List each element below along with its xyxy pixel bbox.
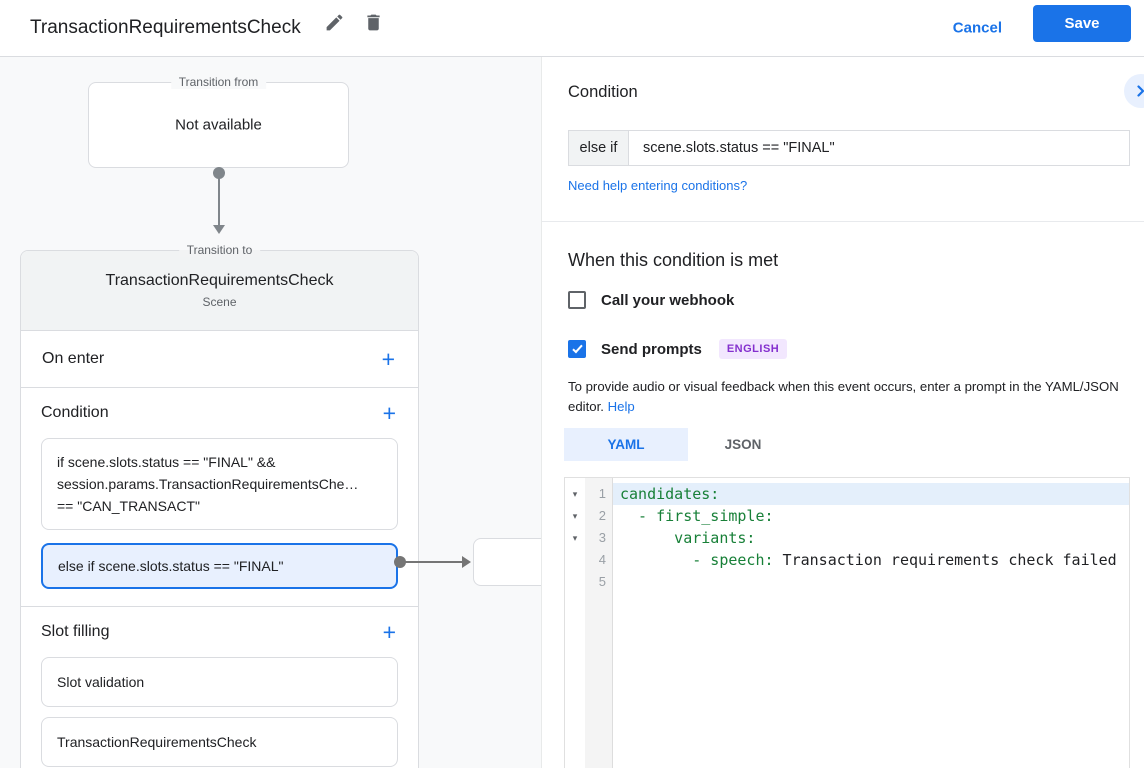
code-line: ▾ 1 candidates: bbox=[565, 483, 1129, 505]
call-webhook-label: Call your webhook bbox=[601, 291, 735, 309]
condition-item-if[interactable]: if scene.slots.status == "FINAL" && sess… bbox=[41, 438, 398, 530]
add-on-enter-button[interactable]: + bbox=[381, 345, 395, 372]
tab-json[interactable]: JSON bbox=[688, 428, 798, 461]
conditions-help-link[interactable]: Need help entering conditions? bbox=[568, 178, 748, 193]
call-webhook-checkbox[interactable] bbox=[568, 291, 586, 309]
when-met-title: When this condition is met bbox=[568, 250, 779, 270]
arrow-right-icon bbox=[462, 556, 471, 568]
fold-arrow-icon[interactable]: ▾ bbox=[572, 489, 578, 499]
webhook-row: Call your webhook bbox=[568, 291, 734, 309]
add-slot-button[interactable]: + bbox=[382, 618, 396, 645]
condition-text-line: == "CAN_TRANSACT" bbox=[57, 498, 200, 514]
tab-yaml[interactable]: YAML bbox=[564, 428, 688, 461]
line-number: 1 bbox=[598, 486, 606, 501]
editor-gutter bbox=[585, 478, 613, 768]
condition-input-group: else if scene.slots.status == "FINAL" bbox=[568, 130, 1130, 166]
fold-arrow-icon[interactable]: ▾ bbox=[572, 511, 578, 521]
code-text[interactable]: variants: bbox=[613, 527, 1129, 549]
line-number: 4 bbox=[598, 552, 606, 567]
code-text[interactable]: - first_simple: bbox=[613, 505, 1129, 527]
condition-editor-panel: Condition else if scene.slots.status == … bbox=[541, 57, 1144, 768]
on-enter-label: On enter bbox=[42, 350, 105, 367]
connector-line-vertical bbox=[218, 175, 220, 227]
slot-item-validation[interactable]: Slot validation bbox=[41, 657, 398, 707]
scene-node-type: Scene bbox=[202, 295, 237, 309]
trash-icon bbox=[366, 14, 380, 31]
slot-item-transaction[interactable]: TransactionRequirementsCheck bbox=[41, 717, 398, 767]
connector-dot bbox=[213, 167, 225, 179]
delete-scene-button[interactable] bbox=[361, 12, 385, 36]
scene-node-title: TransactionRequirementsCheck bbox=[105, 272, 334, 289]
editor-lines: ▾ 1 candidates: ▾ 2 - first_simple: ▾ 3 … bbox=[565, 483, 1129, 593]
transition-to-legend: Transition to bbox=[178, 243, 261, 257]
top-bar: TransactionRequirementsCheck Cancel Save bbox=[0, 0, 1144, 57]
edit-scene-button[interactable] bbox=[322, 12, 346, 36]
condition-text: else if scene.slots.status == "FINAL" bbox=[58, 558, 284, 574]
code-line: 5 bbox=[565, 571, 1129, 593]
cancel-button[interactable]: Cancel bbox=[952, 19, 1002, 37]
chevron-right-icon bbox=[1137, 85, 1144, 97]
description-text: To provide audio or visual feedback when… bbox=[568, 379, 1119, 394]
code-line: ▾ 2 - first_simple: bbox=[565, 505, 1129, 527]
help-link[interactable]: Help bbox=[607, 399, 635, 414]
divider bbox=[542, 221, 1144, 222]
condition-section-label: Condition bbox=[41, 404, 109, 421]
editor-format-tabs: YAML JSON bbox=[564, 428, 798, 461]
slot-item-label: Slot validation bbox=[57, 674, 145, 690]
code-text[interactable]: candidates: bbox=[613, 483, 1129, 505]
language-badge: ENGLISH bbox=[718, 339, 788, 359]
fold-arrow-icon[interactable]: ▾ bbox=[572, 533, 578, 543]
fold-spacer bbox=[565, 549, 585, 571]
code-line: 4 - speech: Transaction requirements che… bbox=[565, 549, 1129, 571]
line-number: 3 bbox=[598, 530, 606, 545]
yaml-key: variants: bbox=[620, 529, 756, 547]
send-prompts-label: Send prompts bbox=[601, 340, 702, 358]
code-text[interactable] bbox=[613, 571, 1129, 593]
collapse-panel-button[interactable] bbox=[1124, 74, 1144, 108]
condition-item-elseif-selected[interactable]: else if scene.slots.status == "FINAL" bbox=[41, 543, 398, 589]
divider bbox=[21, 606, 418, 607]
page-title: TransactionRequirementsCheck bbox=[30, 17, 301, 38]
condition-prefix-label: else if bbox=[569, 131, 629, 165]
condition-section: Condition + if scene.slots.status == "FI… bbox=[21, 388, 418, 767]
scene-node-header[interactable]: TransactionRequirementsCheck Scene bbox=[21, 251, 418, 331]
scene-node-card: Transition to TransactionRequirementsChe… bbox=[20, 243, 419, 768]
connector-dot bbox=[394, 556, 406, 568]
slot-item-label: TransactionRequirementsCheck bbox=[57, 734, 257, 750]
yaml-key: - speech: bbox=[620, 551, 774, 569]
code-text[interactable]: - speech: Transaction requirements check… bbox=[613, 549, 1129, 571]
yaml-value: Transaction requirements check failed bbox=[773, 551, 1117, 569]
connector-line-horizontal bbox=[404, 561, 464, 563]
save-button[interactable]: Save bbox=[1033, 5, 1131, 42]
condition-text-line: session.params.TransactionRequirementsCh… bbox=[57, 476, 359, 492]
transition-from-node: Transition from Not available bbox=[88, 75, 349, 168]
add-condition-button[interactable]: + bbox=[382, 399, 396, 426]
prompts-description: To provide audio or visual feedback when… bbox=[568, 377, 1143, 417]
fold-spacer bbox=[565, 571, 585, 593]
prompts-row: Send prompts ENGLISH bbox=[568, 339, 788, 359]
slot-filling-label: Slot filling bbox=[41, 623, 110, 640]
transition-from-value: Not available bbox=[175, 116, 262, 134]
pencil-icon bbox=[326, 14, 342, 31]
send-prompts-checkbox[interactable] bbox=[568, 340, 586, 358]
description-text: editor. bbox=[568, 399, 604, 414]
yaml-key: - first_simple: bbox=[620, 507, 774, 525]
yaml-code-editor[interactable]: ▾ 1 candidates: ▾ 2 - first_simple: ▾ 3 … bbox=[564, 477, 1130, 768]
condition-text-line: if scene.slots.status == "FINAL" && bbox=[57, 454, 276, 470]
arrow-down-icon bbox=[213, 225, 225, 234]
on-enter-row: On enter + bbox=[21, 331, 418, 388]
line-number: 5 bbox=[598, 574, 606, 589]
transition-from-legend: Transition from bbox=[170, 75, 267, 89]
condition-expression-input[interactable]: scene.slots.status == "FINAL" bbox=[643, 140, 835, 156]
check-icon bbox=[571, 342, 583, 353]
code-line: ▾ 3 variants: bbox=[565, 527, 1129, 549]
line-number: 2 bbox=[598, 508, 606, 523]
panel-title: Condition bbox=[568, 83, 638, 101]
yaml-key: candidates: bbox=[620, 485, 720, 503]
